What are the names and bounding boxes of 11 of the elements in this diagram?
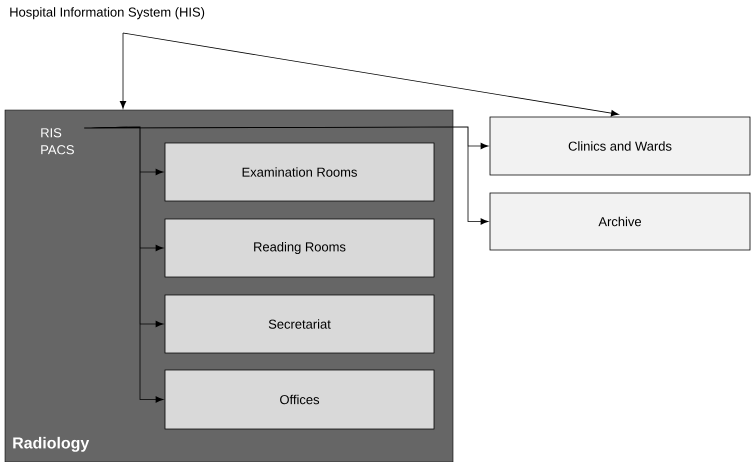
room-box: Secretariat bbox=[164, 294, 434, 354]
room-box: Reading Rooms bbox=[164, 218, 434, 278]
arrow bbox=[120, 32, 126, 109]
system-label: Hospital Information System (HIS) bbox=[10, 7, 204, 20]
unit-box: Clinics and Wards bbox=[490, 116, 750, 176]
room-box: Offices bbox=[164, 370, 434, 430]
arrow bbox=[84, 126, 488, 225]
room-box: Examination Rooms bbox=[164, 142, 434, 202]
arrow bbox=[122, 32, 619, 116]
system-label: RIS PACS bbox=[41, 128, 74, 154]
unit-box: Archive bbox=[490, 192, 750, 250]
